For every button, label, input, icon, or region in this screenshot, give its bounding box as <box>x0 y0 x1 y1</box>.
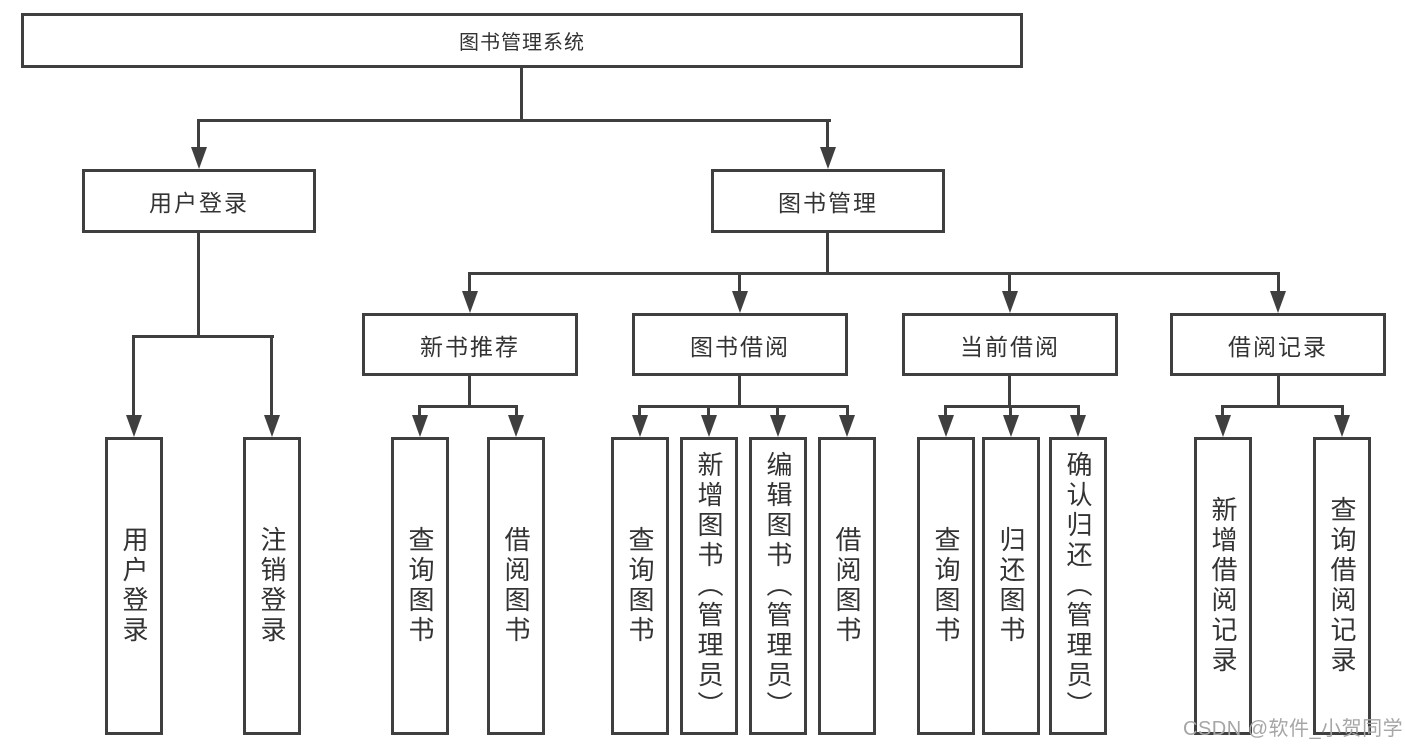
node-current-borrowing: 当前借阅 <box>902 313 1118 376</box>
leaf-search-books-borrowing: 查询图书 <box>611 437 669 735</box>
connector-line <box>638 405 641 419</box>
connector-line <box>776 405 779 419</box>
connector-line <box>197 119 200 149</box>
connector-line <box>468 272 1280 275</box>
node-book-management: 图书管理 <box>711 169 945 233</box>
arrowhead-icon <box>632 415 648 437</box>
arrowhead-icon <box>264 415 280 437</box>
connector-line <box>520 68 523 122</box>
connector-line <box>1008 376 1011 408</box>
arrowhead-icon <box>770 415 786 437</box>
leaf-user-login: 用户登录 <box>105 437 163 735</box>
connector-line <box>468 376 471 408</box>
connector-line <box>1277 376 1280 408</box>
connector-line <box>515 405 518 419</box>
leaf-add-borrow-record: 新增借阅记录 <box>1194 437 1252 735</box>
connector-line <box>270 335 273 419</box>
arrowhead-icon <box>1334 415 1350 437</box>
leaf-search-borrow-record: 查询借阅记录 <box>1313 437 1371 735</box>
connector-line <box>1221 405 1344 408</box>
leaf-search-books-recommend: 查询图书 <box>391 437 449 735</box>
connector-line <box>738 272 741 294</box>
connector-line <box>197 119 831 122</box>
connector-line <box>738 376 741 408</box>
arrowhead-icon <box>1215 415 1231 437</box>
arrowhead-icon <box>938 415 954 437</box>
connector-line <box>638 405 849 408</box>
connector-line <box>418 405 421 419</box>
arrowhead-icon <box>820 147 836 169</box>
csdn-watermark: CSDN @软件_小贺同学 <box>1183 718 1404 740</box>
connector-line <box>197 233 200 338</box>
connector-line <box>944 405 1080 408</box>
arrowhead-icon <box>701 415 717 437</box>
leaf-edit-book-admin: 编辑图书（管理员） <box>749 437 807 735</box>
arrowhead-icon <box>191 147 207 169</box>
arrowhead-icon <box>1002 291 1018 313</box>
leaf-borrow-books-recommend: 借阅图书 <box>487 437 545 735</box>
connector-line <box>846 405 849 419</box>
connector-line <box>1008 272 1011 294</box>
arrowhead-icon <box>508 415 524 437</box>
connector-line <box>826 233 829 275</box>
connector-line <box>1341 405 1344 419</box>
connector-line <box>468 272 471 294</box>
connector-line <box>132 335 274 338</box>
leaf-search-books-current: 查询图书 <box>917 437 975 735</box>
connector-line <box>418 405 518 408</box>
arrowhead-icon <box>732 291 748 313</box>
leaf-add-book-admin: 新增图书（管理员） <box>680 437 738 735</box>
connector-line <box>1009 405 1012 419</box>
node-new-book-recommendation: 新书推荐 <box>362 313 578 376</box>
connector-line <box>1221 405 1224 419</box>
connector-line <box>132 335 135 419</box>
connector-line <box>944 405 947 419</box>
node-borrowing-records: 借阅记录 <box>1170 313 1386 376</box>
arrowhead-icon <box>1070 415 1086 437</box>
arrowhead-icon <box>126 415 142 437</box>
node-book-borrowing: 图书借阅 <box>632 313 848 376</box>
leaf-logout: 注销登录 <box>243 437 301 735</box>
leaf-borrow-books: 借阅图书 <box>818 437 876 735</box>
node-user-login: 用户登录 <box>82 169 316 233</box>
leaf-return-books: 归还图书 <box>982 437 1040 735</box>
connector-line <box>826 119 829 149</box>
arrowhead-icon <box>1003 415 1019 437</box>
leaf-confirm-return-admin: 确认归还（管理员） <box>1049 437 1107 735</box>
arrowhead-icon <box>1270 291 1286 313</box>
connector-line <box>707 405 710 419</box>
connector-line <box>1277 272 1280 294</box>
connector-line <box>1077 405 1080 419</box>
arrowhead-icon <box>462 291 478 313</box>
arrowhead-icon <box>839 415 855 437</box>
node-library-management-system: 图书管理系统 <box>21 13 1023 68</box>
arrowhead-icon <box>412 415 428 437</box>
